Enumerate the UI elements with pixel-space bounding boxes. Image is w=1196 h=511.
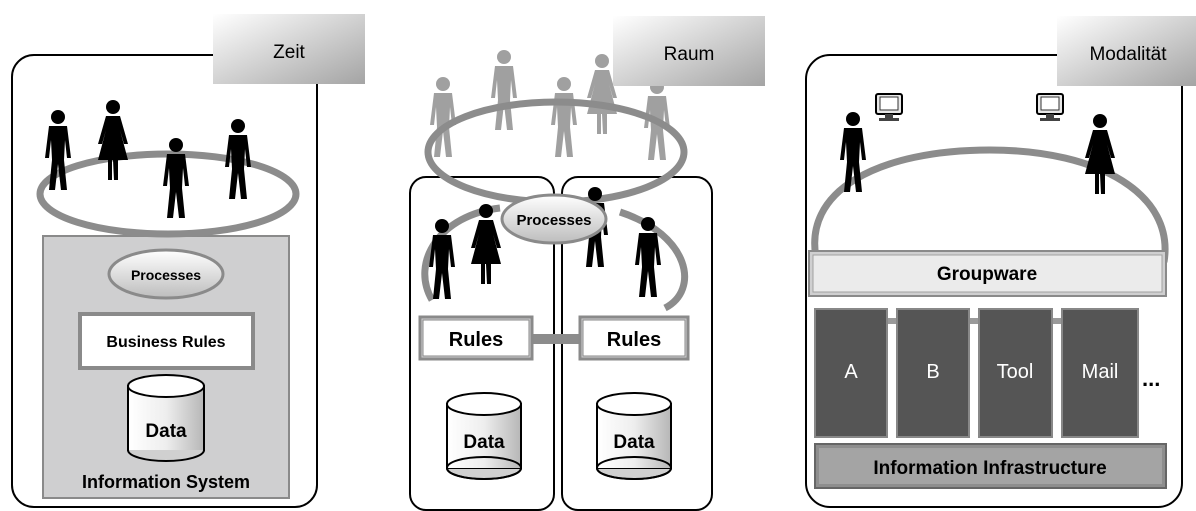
information-system-label: Information System (82, 472, 250, 492)
data-label-right: Data (613, 432, 655, 453)
data-cylinder (127, 374, 205, 462)
groupware-label: Groupware (937, 264, 1037, 285)
rules-label-right: Rules (607, 329, 661, 351)
data-label-left: Data (463, 432, 505, 453)
community-ring (811, 146, 1169, 263)
person-icon (429, 219, 455, 299)
panel-modalitaet: Modalität Groupware A B Tool Mail ... In… (805, 16, 1196, 508)
remote-person-icon (430, 77, 456, 157)
tool-block-b (896, 308, 970, 438)
tool-block-mail (1061, 308, 1139, 438)
tool-block-a (814, 308, 888, 438)
business-rules-box (78, 312, 255, 370)
business-rules-label: Business Rules (106, 334, 225, 351)
panel-raum: Processes Rules Rules Data Data Raum (409, 16, 765, 511)
processes-oval (500, 193, 608, 245)
more-tools-ellipsis: ... (1142, 366, 1160, 391)
processes-label: Processes (516, 212, 591, 229)
tab-raum (613, 16, 765, 86)
remote-person-icon (491, 50, 517, 130)
infrastructure-label: Information Infrastructure (873, 458, 1106, 479)
data-cylinder-right (596, 392, 672, 480)
data-cylinder-left (446, 392, 522, 480)
tab-zeit-label: Zeit (273, 42, 305, 63)
remote-person-icon (587, 54, 617, 134)
tab-raum-label: Raum (664, 44, 715, 65)
rules-connector (531, 334, 583, 344)
data-label: Data (145, 421, 187, 442)
tool-block-tool (978, 308, 1053, 438)
tab-modalitaet (1057, 16, 1196, 86)
processes-label: Processes (131, 267, 201, 283)
tool-label-tool: Tool (997, 361, 1034, 383)
processes-oval (107, 248, 225, 300)
tab-zeit (213, 14, 365, 84)
rules-label-left: Rules (449, 329, 503, 351)
tool-label-mail: Mail (1082, 361, 1119, 383)
remote-person-icon (551, 77, 577, 157)
tool-label-b: B (926, 361, 939, 383)
tool-label-a: A (844, 361, 858, 383)
tab-modalitaet-label: Modalität (1089, 44, 1167, 65)
panel-zeit: Zeit Processes Business Rules Data Infor… (11, 14, 365, 508)
